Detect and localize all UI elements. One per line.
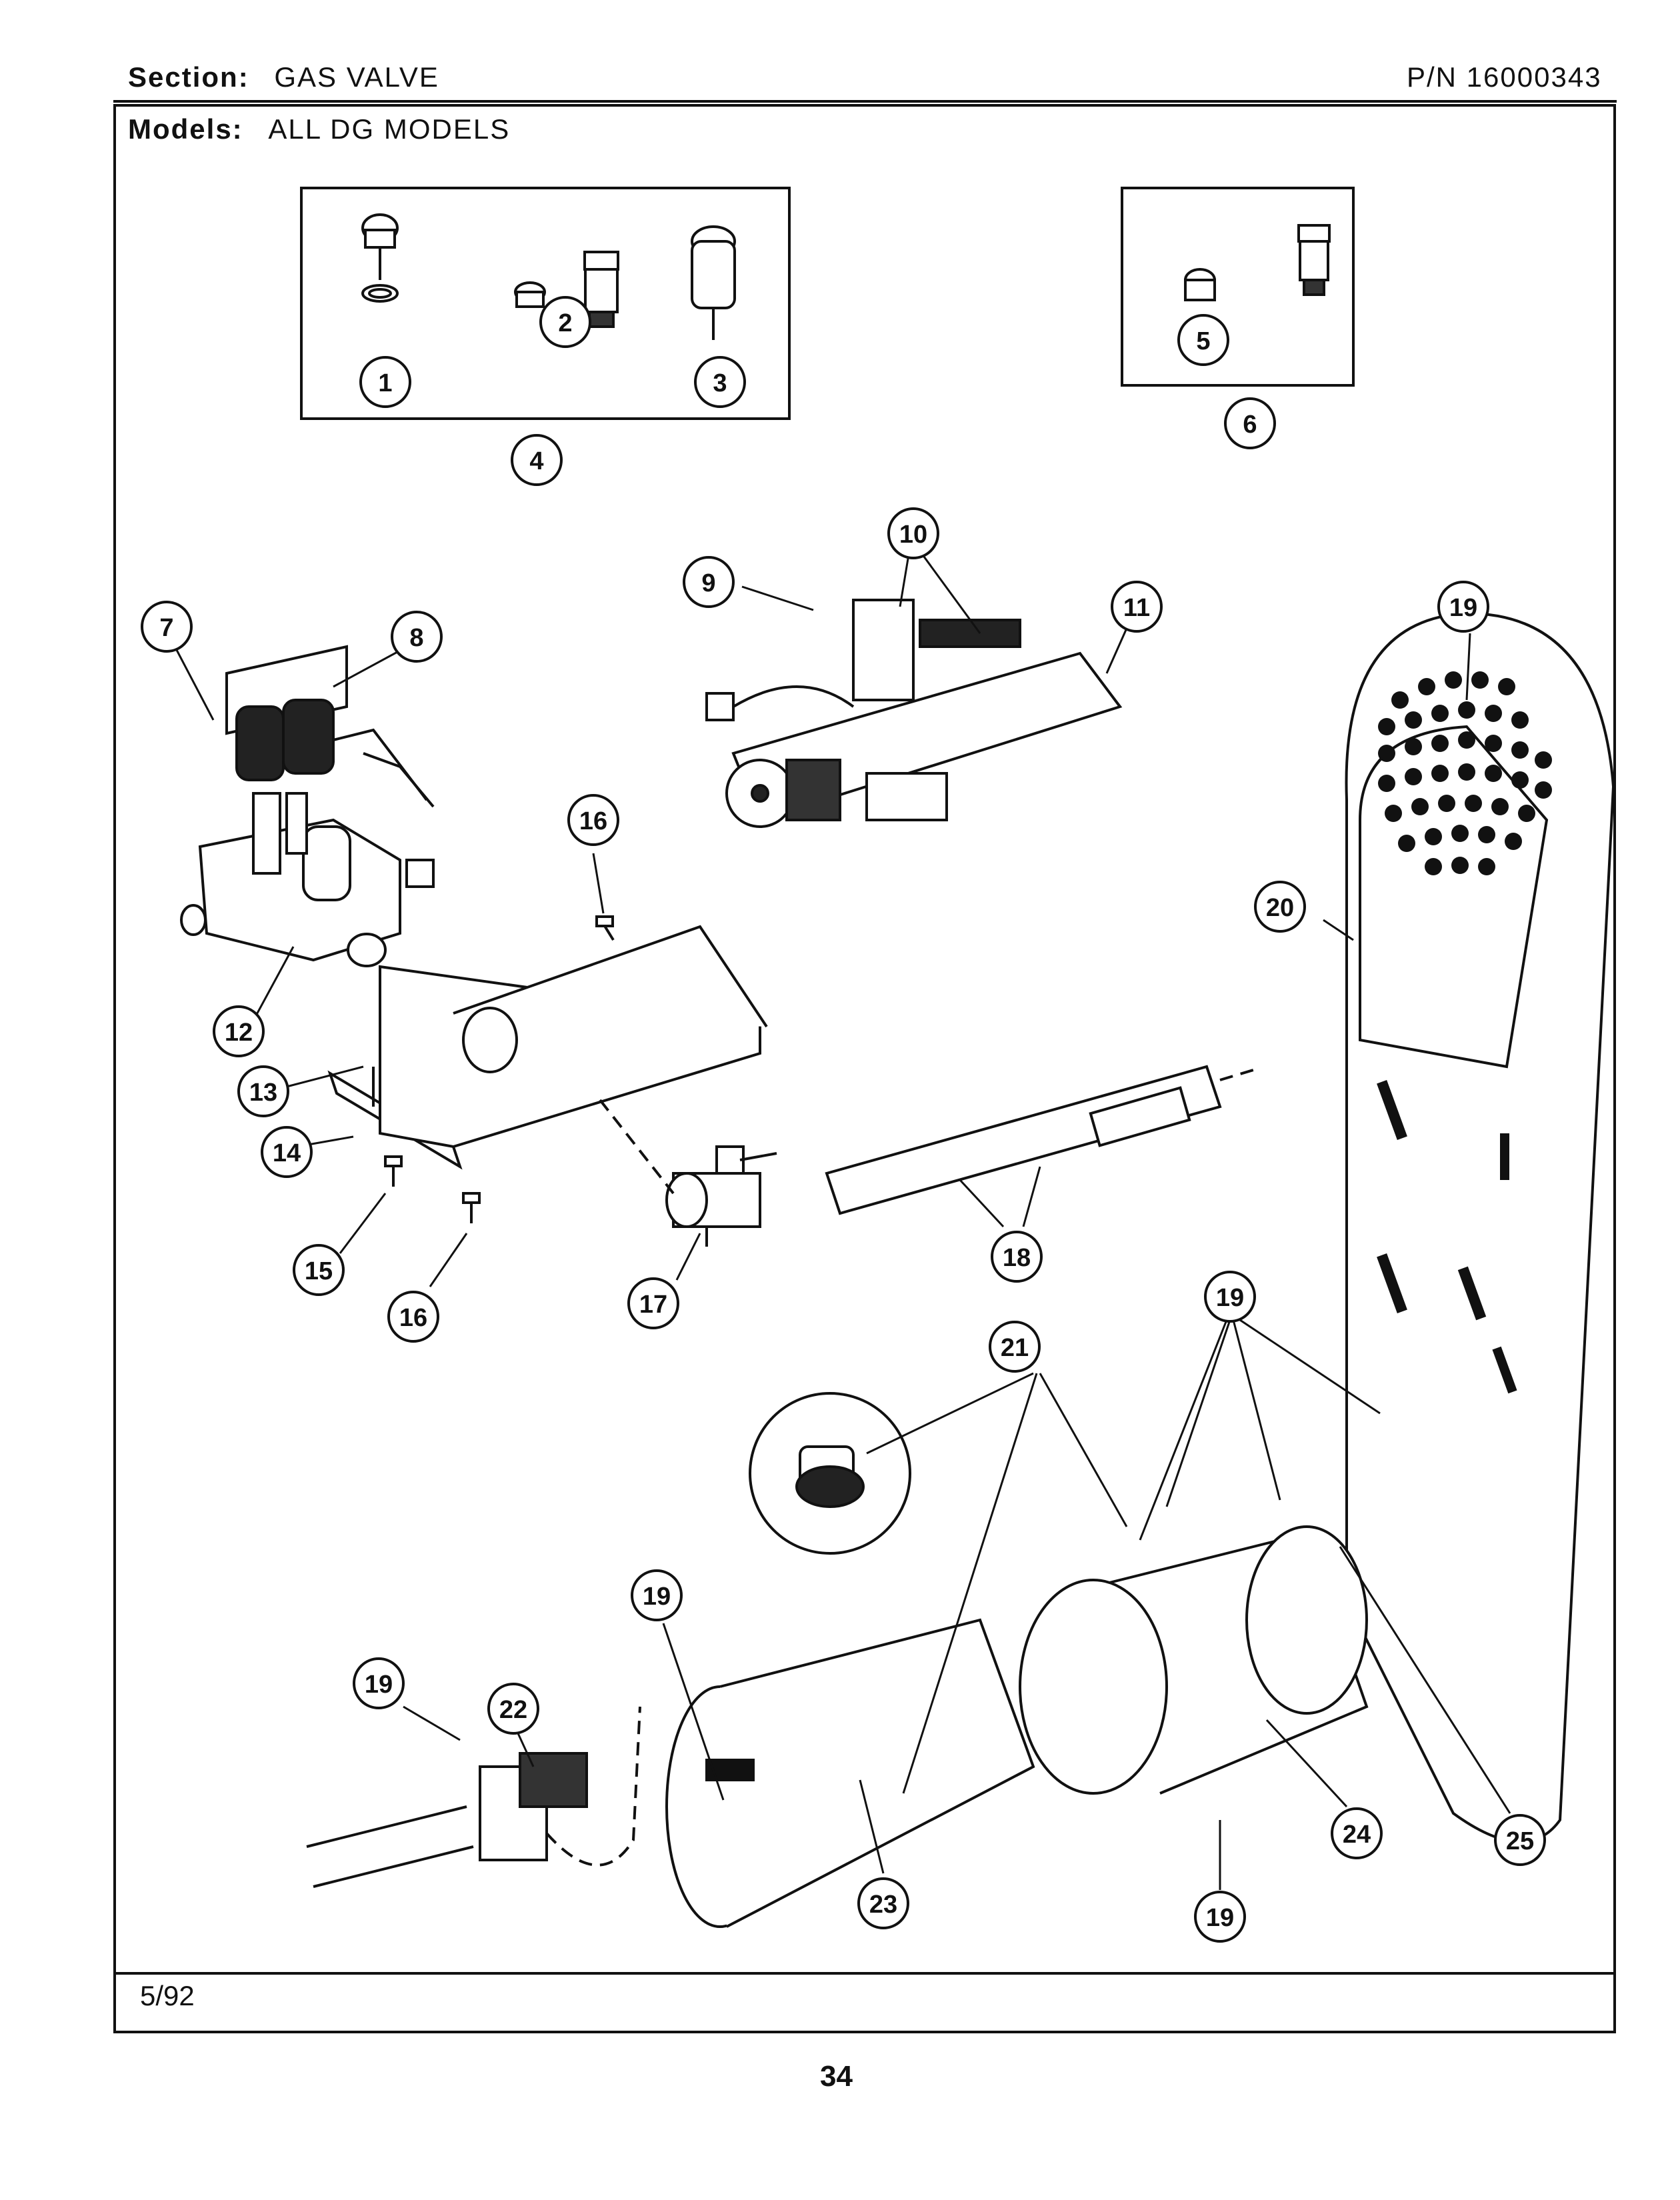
section-label: Section:	[128, 61, 249, 93]
callout-15: 15	[293, 1244, 345, 1296]
callout-19b: 19	[1204, 1271, 1256, 1323]
callout-3: 3	[694, 356, 746, 408]
callout-20: 20	[1254, 881, 1306, 933]
switch	[306, 1706, 641, 1888]
svg-text:19: 19	[1449, 594, 1477, 622]
svg-text:19: 19	[365, 1671, 393, 1699]
svg-text:18: 18	[1003, 1244, 1031, 1272]
heater-panel-holes	[1378, 671, 1552, 875]
svg-text:21: 21	[1001, 1334, 1029, 1362]
svg-text:4: 4	[529, 447, 543, 475]
callout-19c: 19	[631, 1569, 683, 1621]
callout-4: 4	[511, 434, 563, 486]
callout-16b: 16	[387, 1291, 439, 1343]
callout-9: 9	[683, 556, 735, 608]
models-value: ALL DG MODELS	[268, 113, 511, 145]
svg-text:2: 2	[558, 309, 572, 337]
kit-box-6	[1121, 187, 1355, 387]
heater-panel-slots	[1377, 1079, 1517, 1394]
svg-text:8: 8	[409, 624, 423, 652]
callout-19f: 19	[0, 0, 28, 6]
callout-2: 2	[539, 296, 591, 348]
callout-7: 7	[141, 601, 193, 653]
svg-text:19: 19	[0, 0, 28, 6]
callout-17: 17	[627, 1277, 679, 1329]
heater-panel	[1345, 611, 1615, 1843]
burner-tubes	[665, 1525, 1369, 1928]
svg-text:16: 16	[399, 1304, 427, 1332]
svg-text:13: 13	[249, 1079, 277, 1107]
part-1-cap	[361, 213, 399, 303]
burner-assembly	[705, 599, 1123, 828]
svg-text:9: 9	[701, 569, 715, 597]
svg-text:1: 1	[378, 369, 392, 397]
svg-text:16: 16	[579, 807, 607, 835]
section-header: Section: GAS VALVE	[128, 61, 439, 93]
shutoff-valve	[665, 1145, 777, 1247]
svg-text:12: 12	[225, 1019, 253, 1047]
callout-18: 18	[991, 1231, 1043, 1283]
svg-text:3: 3	[713, 369, 727, 397]
svg-text:24: 24	[1343, 1821, 1371, 1849]
part-3-pilot	[691, 225, 736, 340]
thermostat-inset	[749, 1392, 911, 1555]
part-2-orifices	[514, 251, 619, 328]
svg-text:20: 20	[1266, 894, 1294, 922]
callout-24: 24	[1331, 1807, 1383, 1859]
page-number: 34	[820, 2060, 853, 2093]
callout-12: 12	[213, 1005, 265, 1057]
callout-19d: 19	[353, 1657, 405, 1709]
svg-text:5: 5	[1196, 327, 1210, 355]
svg-text:23: 23	[869, 1891, 897, 1919]
part-number: P/N 16000343	[1407, 61, 1602, 93]
mounting-bracket	[327, 925, 768, 1170]
callout-16a: 16	[567, 794, 619, 846]
callout-19a: 19	[1437, 581, 1489, 633]
svg-text:14: 14	[273, 1139, 301, 1167]
coil-assembly	[225, 645, 435, 808]
callout-21: 21	[989, 1321, 1041, 1373]
valve-body	[180, 792, 435, 967]
svg-text:10: 10	[899, 521, 927, 549]
svg-text:15: 15	[305, 1257, 333, 1285]
svg-text:22: 22	[499, 1696, 527, 1724]
callout-22: 22	[487, 1683, 539, 1735]
svg-text:17: 17	[639, 1291, 667, 1319]
page-frame	[113, 100, 1617, 2033]
callout-13: 13	[237, 1065, 289, 1117]
kit-box-4	[300, 187, 791, 420]
callout-11: 11	[1111, 581, 1163, 633]
callout-5: 5	[1177, 314, 1229, 366]
section-value: GAS VALVE	[274, 61, 439, 93]
callout-8: 8	[391, 611, 443, 663]
screws	[384, 915, 615, 1223]
revision-date: 5/92	[140, 1980, 195, 2011]
svg-text:19: 19	[1206, 1904, 1234, 1932]
callout-19e: 19	[1194, 1891, 1246, 1943]
callout-25: 25	[1494, 1814, 1546, 1866]
svg-text:19: 19	[1216, 1284, 1244, 1312]
callout-23: 23	[857, 1877, 909, 1929]
svg-text:7: 7	[159, 614, 173, 642]
callout-6: 6	[1224, 397, 1276, 449]
part-5-orifice	[1184, 224, 1331, 301]
callout-14: 14	[261, 1126, 313, 1178]
callout-bubbles: 1 2 3 4 5 6 7 8 9 10 11 12 13 14 15 16 1…	[0, 0, 1546, 1943]
svg-text:25: 25	[1506, 1827, 1534, 1855]
svg-text:19: 19	[643, 1583, 671, 1611]
svg-text:6: 6	[1243, 411, 1257, 439]
callout-10: 10	[887, 507, 939, 559]
gas-pipe	[599, 1065, 1254, 1215]
models-header: Models: ALL DG MODELS	[128, 113, 510, 145]
svg-text:11: 11	[1123, 594, 1150, 622]
models-label: Models:	[128, 113, 243, 145]
callout-1: 1	[359, 356, 411, 408]
